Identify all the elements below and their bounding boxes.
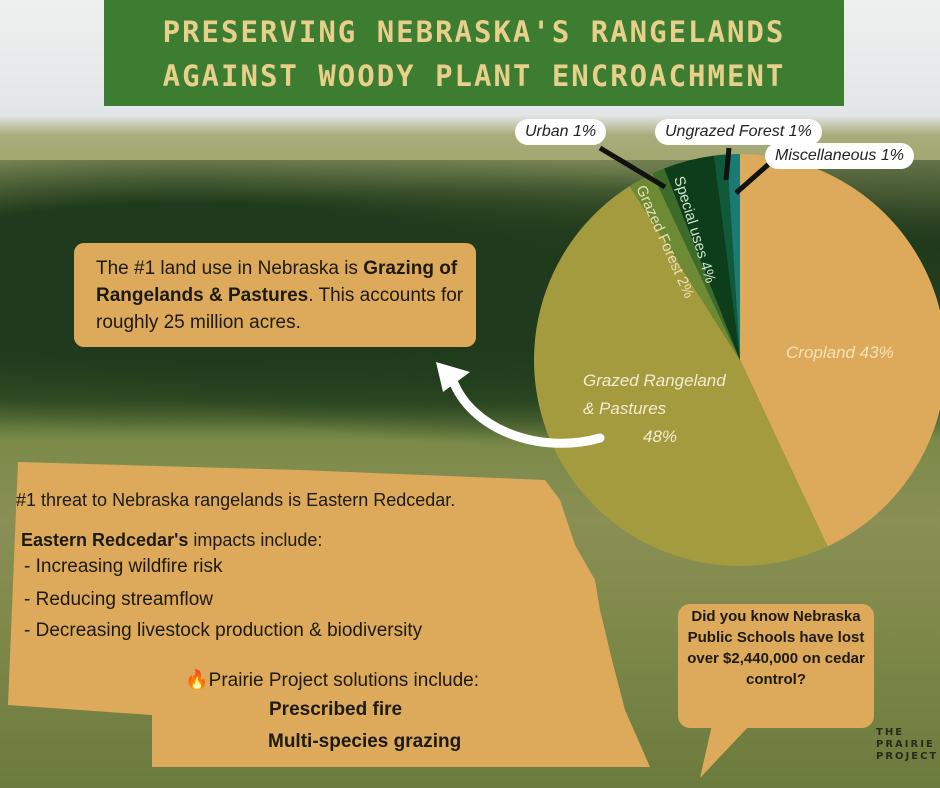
impact-item: - Decreasing livestock production & biod… (24, 620, 423, 641)
logo-line: PRAIRIE (876, 739, 935, 750)
pie-slice-3 (652, 168, 740, 360)
logo-line: THE (876, 727, 905, 738)
pie-slice-6 (727, 154, 740, 360)
page-title: PRESERVING NEBRASKA'S RANGELANDS AGAINST… (104, 0, 844, 106)
solutions-heading: 🔥Prairie Project solutions include: (185, 668, 479, 692)
miscellaneous-label: Miscellaneous 1% (765, 143, 914, 169)
title-line-2: AGAINST WOODY PLANT ENCROACHMENT (162, 59, 786, 93)
curved-arrow (447, 373, 605, 448)
impact-item: - Increasing wildfire risk (24, 556, 223, 577)
callout-text: The #1 land use in Nebraska is (96, 258, 364, 279)
pie-slice-1 (534, 186, 828, 566)
pie-slice-4 (664, 155, 740, 360)
land-use-callout: The #1 land use in Nebraska is Grazing o… (74, 243, 476, 347)
urban-leader-line (598, 145, 667, 190)
nebraska-shape (8, 462, 650, 767)
urban-label: Urban 1% (515, 119, 607, 145)
callout-text-end: . This accounts for roughly 25 million a… (96, 285, 464, 333)
threat-text: #1 threat to Nebraska rangelands is East… (16, 490, 456, 510)
prairie-project-logo: THE PRAIRIE PROJECT (876, 727, 938, 763)
misc-leader-line (734, 161, 772, 195)
impacts-heading: Eastern Redcedar's impacts include: (21, 530, 322, 551)
solutions-heading-text: Prairie Project solutions include: (208, 670, 480, 691)
rangeland-label-1: Grazed Rangeland (583, 371, 726, 390)
ungrazed-forest-label: Ungrazed Forest 1% (655, 119, 822, 145)
solution-item: Prescribed fire (269, 699, 403, 720)
logo-line: PROJECT (876, 751, 939, 762)
ungrazed-leader-line (723, 147, 732, 181)
solution-item: Multi-species grazing (268, 731, 462, 752)
impacts-bold: Eastern Redcedar's (21, 530, 189, 550)
pie-slice-0 (740, 154, 940, 547)
impact-item: - Reducing streamflow (24, 589, 214, 610)
callout-bold: Grazing of Rangelands & Pastures (96, 258, 458, 306)
pie-slice-2 (629, 173, 740, 360)
did-you-know-bubble: Did you know Nebraska Public Schools hav… (678, 604, 874, 728)
rangeland-label-2: & Pastures (583, 399, 667, 418)
impacts-rest: impacts include: (188, 530, 323, 550)
fire-icon: 🔥 (185, 670, 209, 691)
title-line-1: PRESERVING NEBRASKA'S RANGELANDS (162, 15, 786, 49)
pie-slice-5 (714, 154, 740, 360)
arrow-head (436, 362, 470, 392)
rangeland-label-3: 48% (643, 427, 677, 446)
cropland-label: Cropland 43% (786, 343, 894, 362)
speech-tail (700, 725, 750, 778)
